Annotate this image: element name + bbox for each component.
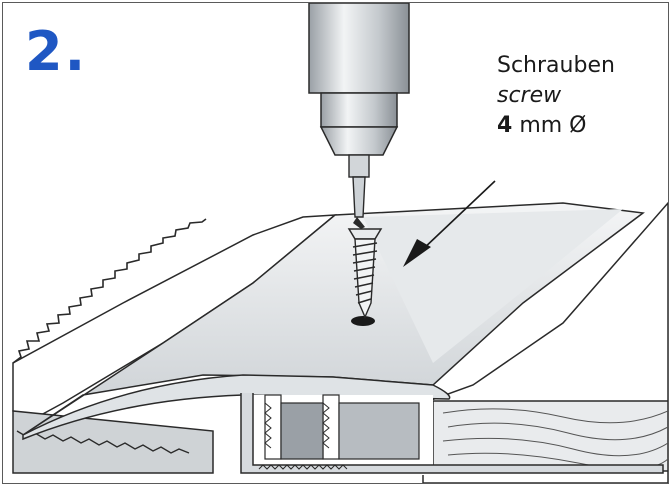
transition-profile	[22, 202, 664, 475]
installation-scene	[12, 3, 668, 483]
size-unit: mm Ø	[519, 113, 587, 138]
size-value: 4	[497, 113, 513, 138]
drill	[308, 3, 410, 229]
carpet-floor	[12, 214, 338, 474]
label-size: 4 mm Ø	[497, 111, 615, 141]
label-english: screw	[497, 83, 562, 108]
pointer-arrow	[403, 180, 496, 267]
step-number: 2.	[25, 20, 88, 83]
screw-label: Schrauben screw 4 mm Ø	[497, 51, 615, 141]
screw	[347, 228, 383, 319]
label-german: Schrauben	[497, 53, 615, 78]
